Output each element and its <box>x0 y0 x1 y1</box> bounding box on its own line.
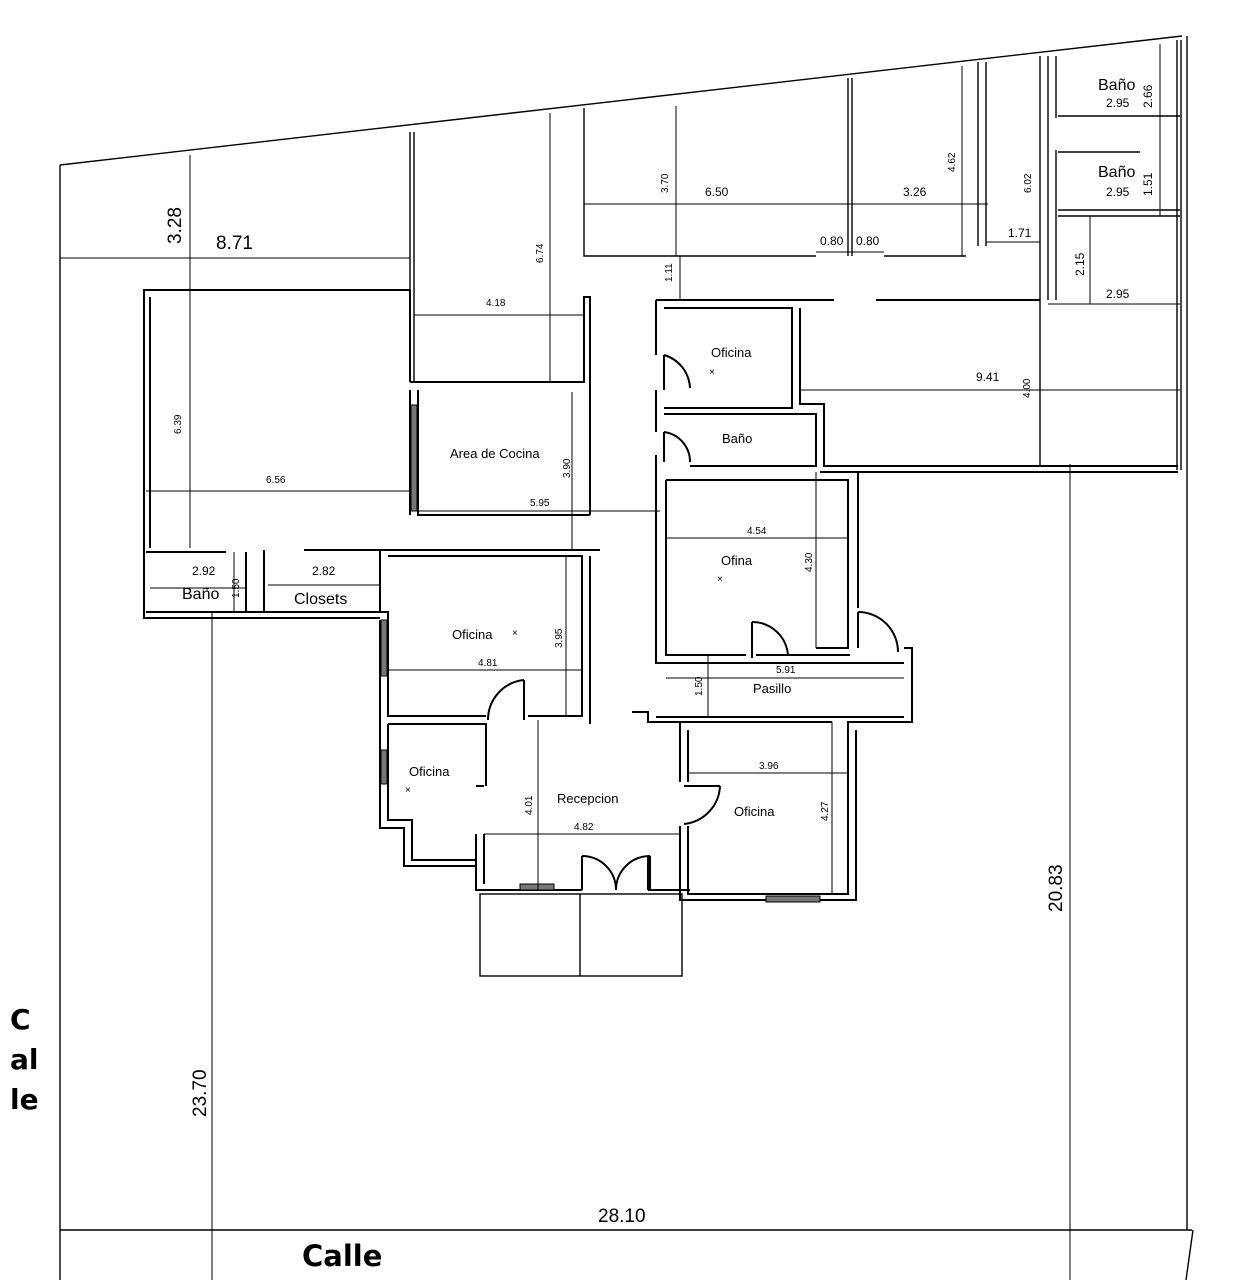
dimension-label: 2.82 <box>312 564 336 578</box>
svg-text:×: × <box>709 367 715 378</box>
dimension-label: 6.39 <box>173 414 184 434</box>
dimension-label: 2.95 <box>1106 96 1130 110</box>
windows <box>380 404 821 903</box>
dimension-label: 4.82 <box>574 822 594 833</box>
room-label-bano-center: Baño <box>722 431 752 446</box>
dimension-label: 1.11 <box>664 263 675 282</box>
dimension-label: 4.00 <box>1022 378 1033 398</box>
dimension-label: 1.51 <box>1141 172 1155 196</box>
dimension-label: 6.50 <box>705 185 729 199</box>
room-label-recepcion: Recepcion <box>557 791 618 806</box>
street-labels: Calle C al le <box>10 1003 382 1273</box>
room-label-bano-ne-2: Baño <box>1098 164 1135 181</box>
dimension-label: 5.91 <box>776 665 796 676</box>
dimension-label: 2.15 <box>1073 252 1087 276</box>
dimension-label: 0.80 <box>856 234 880 248</box>
dimension-label: 9.41 <box>976 370 1000 384</box>
room-label-bano-ne-1: Baño <box>1098 77 1135 94</box>
markers: × × × × <box>405 367 723 796</box>
dimension-label: 6.74 <box>535 243 546 263</box>
dimension-label: 5.95 <box>530 498 550 509</box>
room-label-oficina-north: Oficina <box>711 345 752 360</box>
dimension-label: 28.10 <box>598 1206 646 1227</box>
dimension-label: 4.62 <box>947 152 958 172</box>
room-label-bano-west: Baño <box>182 586 219 603</box>
street-label-left-1: C <box>10 1003 31 1036</box>
dimension-label: 8.71 <box>216 233 253 254</box>
dimension-labels: 3.28 8.71 6.74 4.18 6.39 6.56 3.90 5.95 … <box>165 84 1155 1227</box>
dimension-label: 2.92 <box>192 564 216 578</box>
dimension-lines <box>60 44 1180 1280</box>
room-label-closets: Closets <box>294 591 347 608</box>
dimension-label: 1.50 <box>694 676 705 696</box>
street-label-bottom: Calle <box>302 1239 382 1273</box>
dimension-label: 3.70 <box>660 173 671 193</box>
svg-text:×: × <box>717 574 723 585</box>
dimension-label: 4.18 <box>486 298 506 309</box>
dimension-label: 4.30 <box>804 552 815 572</box>
dimension-label: 2.95 <box>1106 287 1130 301</box>
room-label-pasillo: Pasillo <box>753 681 791 696</box>
dimension-label: 6.02 <box>1023 173 1034 193</box>
room-label-oficina-center: Oficina <box>452 627 493 642</box>
room-labels: Baño Baño Oficina Baño Area de Cocina Of… <box>182 77 1135 819</box>
dimension-label: 3.95 <box>554 628 565 648</box>
walls <box>143 40 1182 977</box>
dimension-label: 2.95 <box>1106 185 1130 199</box>
dimension-label: 3.28 <box>165 207 186 244</box>
svg-text:×: × <box>405 785 411 796</box>
svg-text:×: × <box>512 628 518 639</box>
dimension-label: 6.56 <box>266 475 286 486</box>
street-label-left-3: le <box>10 1083 39 1116</box>
dimension-label: 3.26 <box>903 185 927 199</box>
dimension-label: 23.70 <box>190 1069 211 1117</box>
room-label-cocina: Area de Cocina <box>450 446 540 461</box>
dimension-label: 4.01 <box>524 795 535 815</box>
dimension-label: 20.83 <box>1046 864 1067 912</box>
dimension-label: 3.96 <box>759 761 779 772</box>
dimension-label: 2.66 <box>1141 84 1155 108</box>
room-label-oficina-sw: Oficina <box>409 764 450 779</box>
dimension-label: 4.81 <box>478 658 498 669</box>
dimension-label: 1.71 <box>1008 226 1032 240</box>
dimension-label: 4.54 <box>747 526 767 537</box>
dimension-label: 3.90 <box>562 458 573 478</box>
dimension-label: 1.50 <box>231 578 242 598</box>
property-boundary <box>59 35 1194 1280</box>
doors <box>486 354 899 891</box>
dimension-label: 0.80 <box>820 234 844 248</box>
room-label-ofina: Ofina <box>721 553 753 568</box>
dimension-label: 4.27 <box>820 801 831 821</box>
street-label-left-2: al <box>10 1043 39 1076</box>
room-label-oficina-se: Oficina <box>734 804 775 819</box>
